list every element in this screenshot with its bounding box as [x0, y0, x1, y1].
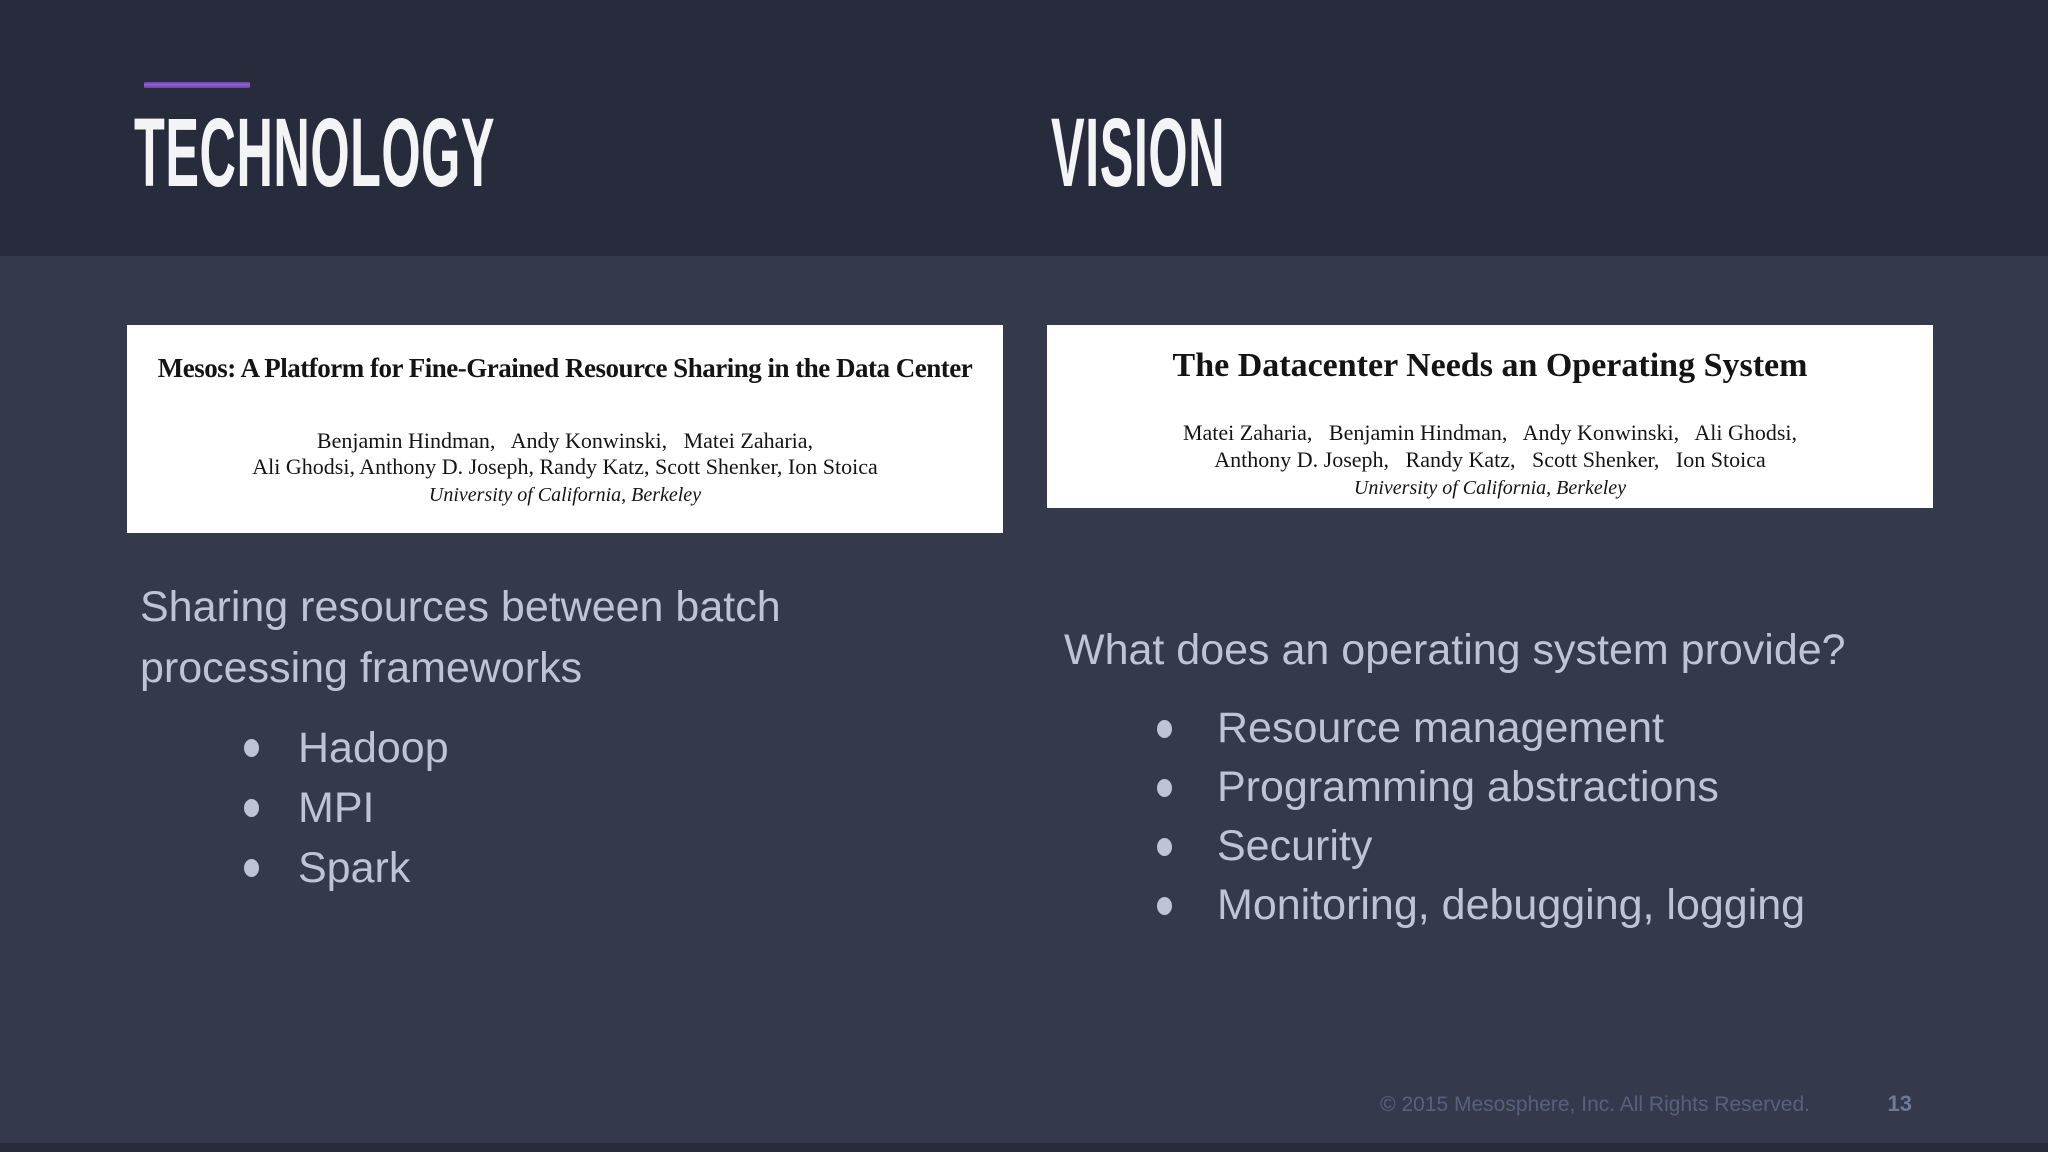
bullet-label: Programming abstractions: [1217, 763, 1719, 811]
paper-authors: Matei Zaharia, Benjamin Hindman, Andy Ko…: [1047, 419, 1933, 473]
bullet-label: Hadoop: [298, 723, 449, 772]
list-item: Monitoring, debugging, logging: [1157, 876, 1805, 935]
paper-authors-line2: Ali Ghodsi, Anthony D. Joseph, Randy Kat…: [252, 454, 878, 479]
bullet-dot-icon: [1157, 778, 1172, 797]
right-lead-text: What does an operating system provide?: [1064, 626, 1846, 674]
accent-line: [144, 82, 250, 88]
right-bullet-list: Resource management Programming abstract…: [1157, 699, 1805, 935]
paper-affiliation: University of California, Berkeley: [1353, 477, 1627, 499]
bottom-edge-strip: [0, 1143, 2048, 1152]
vision-heading: VISION: [1051, 98, 1226, 207]
bullet-dot-icon: [244, 799, 259, 817]
bullet-dot-icon: [244, 859, 259, 877]
bullet-label: Security: [1217, 822, 1373, 870]
bullet-label: MPI: [298, 783, 375, 832]
bullet-dot-icon: [1157, 837, 1172, 856]
paper-authors-line1: Matei Zaharia, Benjamin Hindman, Andy Ko…: [1182, 420, 1798, 445]
paper-authors: Benjamin Hindman, Andy Konwinski, Matei …: [127, 428, 1003, 480]
paper-title: Mesos: A Platform for Fine-Grained Resou…: [157, 353, 973, 383]
paper-authors-line2: Anthony D. Joseph, Randy Katz, Scott She…: [1214, 447, 1766, 472]
list-item: MPI: [244, 778, 449, 838]
left-bullet-list: Hadoop MPI Spark: [244, 718, 449, 898]
list-item: Hadoop: [244, 718, 449, 778]
bullet-label: Resource management: [1217, 704, 1664, 752]
paper-card-mesos: Mesos: A Platform for Fine-Grained Resou…: [127, 325, 1003, 533]
paper-affiliation: University of California, Berkeley: [428, 484, 702, 506]
footer-copyright: © 2015 Mesosphere, Inc. All Rights Reser…: [1380, 1093, 1810, 1116]
paper-card-datacenter: The Datacenter Needs an Operating System…: [1047, 325, 1933, 508]
list-item: Programming abstractions: [1157, 758, 1805, 817]
bullet-dot-icon: [1157, 719, 1172, 738]
bullet-label: Spark: [298, 843, 411, 892]
left-lead-text: Sharing resources between batch processi…: [140, 583, 781, 692]
bullet-dot-icon: [1157, 896, 1172, 915]
page-number: 13: [1887, 1091, 1912, 1116]
header-band: [0, 0, 2048, 256]
list-item: Security: [1157, 817, 1805, 876]
paper-authors-line1: Benjamin Hindman, Andy Konwinski, Matei …: [316, 428, 814, 453]
technology-heading: TECHNOLOGY: [134, 98, 496, 207]
paper-title: The Datacenter Needs an Operating System: [1172, 347, 1808, 384]
bullet-label: Monitoring, debugging, logging: [1217, 881, 1806, 929]
bullet-dot-icon: [244, 739, 259, 757]
list-item: Spark: [244, 838, 449, 898]
list-item: Resource management: [1157, 699, 1805, 758]
